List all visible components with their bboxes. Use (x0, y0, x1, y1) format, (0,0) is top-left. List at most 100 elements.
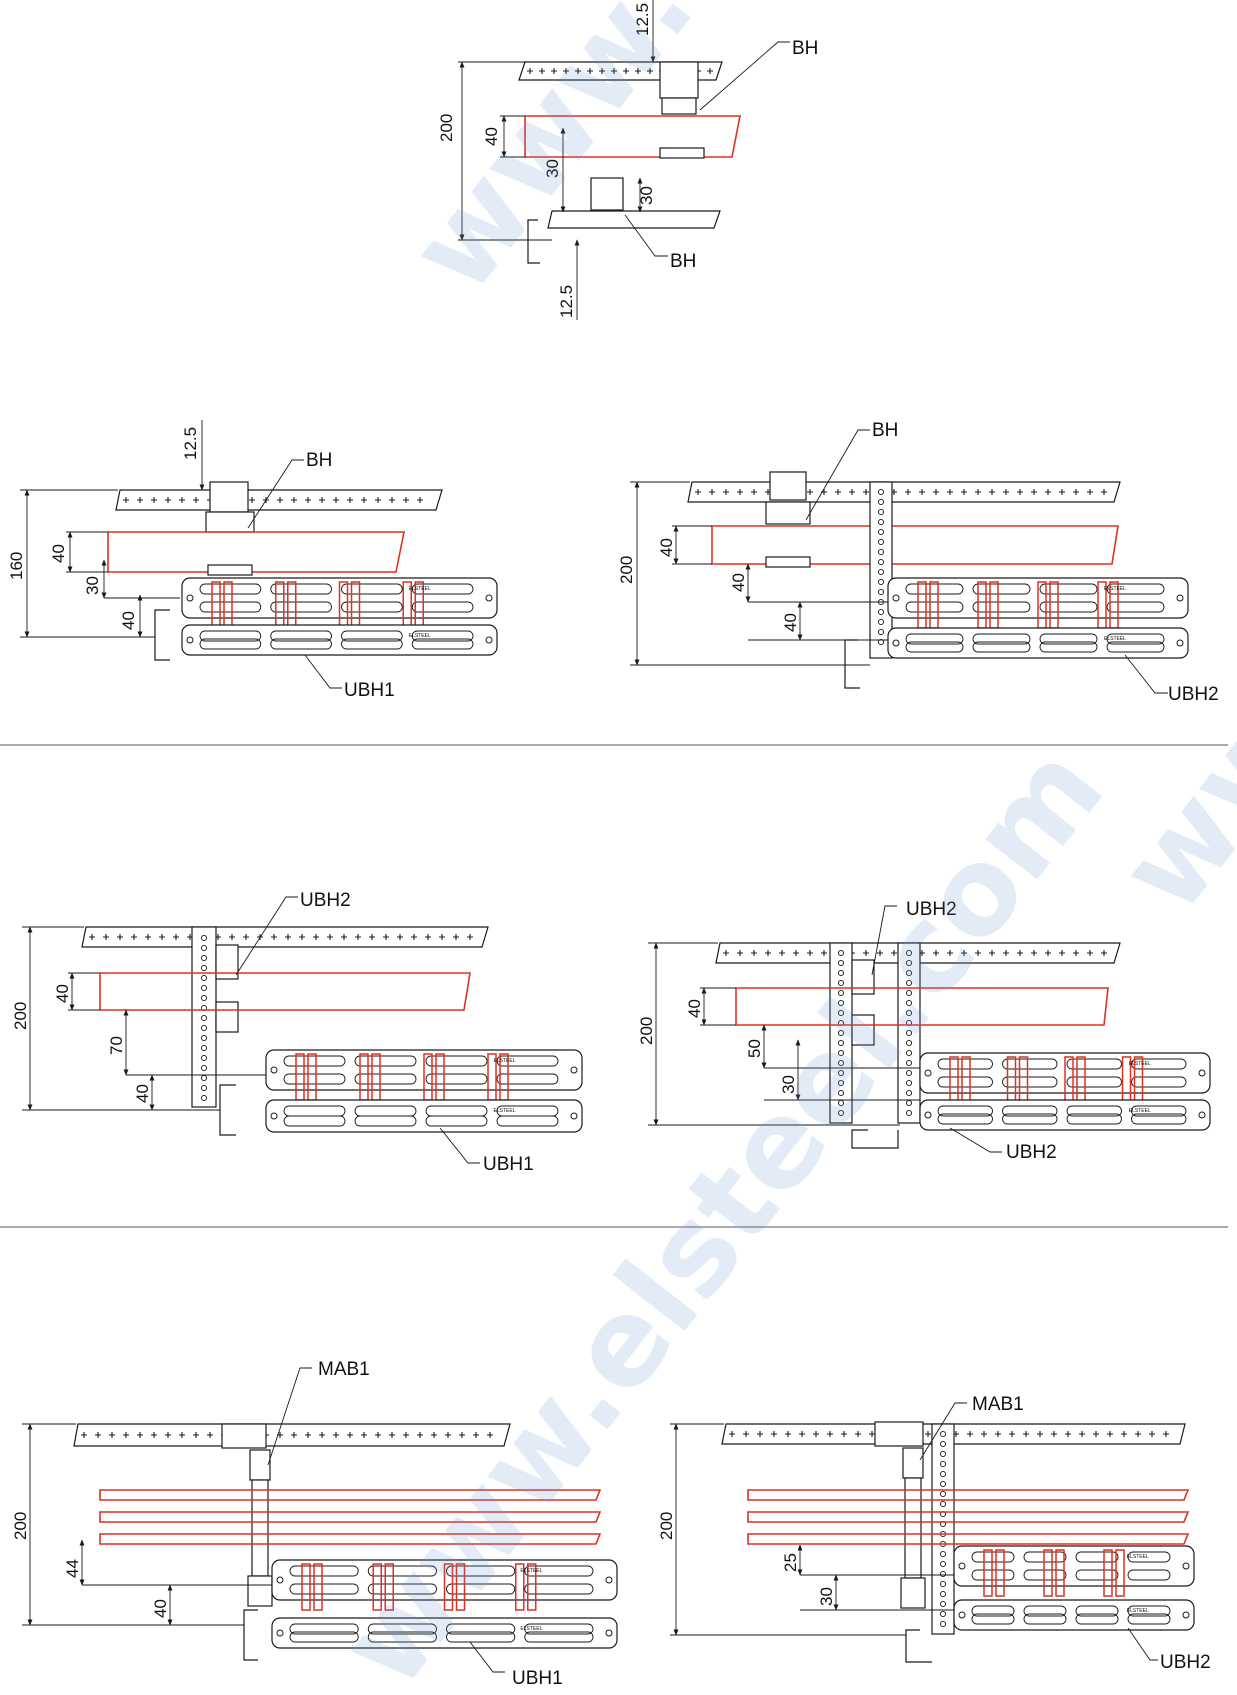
bracket (221, 1423, 267, 1449)
bolt (539, 68, 545, 74)
bolt (207, 1432, 213, 1438)
bracket (851, 959, 875, 995)
bolt (361, 497, 367, 503)
bolt (779, 950, 785, 956)
bracket (661, 97, 697, 115)
mount-hole (605, 1629, 613, 1637)
post-hole (877, 578, 885, 586)
tray-brand-label: ELSTEEL (494, 1108, 516, 1114)
bolt (743, 1431, 749, 1437)
slot (411, 601, 474, 613)
post-hole (939, 1480, 947, 1488)
slot (411, 583, 474, 595)
slot (971, 1605, 1015, 1617)
post-hole (837, 1069, 845, 1077)
bolt (587, 68, 593, 74)
post-hole (939, 1460, 947, 1468)
bolt (291, 1432, 297, 1438)
bolt (1087, 950, 1093, 956)
bolt (1073, 950, 1079, 956)
bolt (271, 934, 277, 940)
callout-label: UBH2 (300, 890, 351, 911)
slot (283, 1073, 346, 1085)
post-hole (200, 974, 208, 982)
bracket (205, 511, 255, 533)
cable-ladder (547, 210, 721, 229)
bolt (1149, 1431, 1155, 1437)
bolt (131, 934, 137, 940)
bolt (709, 489, 715, 495)
slot (446, 1583, 516, 1595)
bolt (961, 950, 967, 956)
bolt (89, 934, 95, 940)
post-hole (200, 944, 208, 952)
post-hole (939, 1490, 947, 1498)
slot (937, 1113, 993, 1125)
slot (341, 601, 403, 613)
mount-hole (570, 1066, 578, 1074)
bolt (467, 934, 473, 940)
bolt (333, 497, 339, 503)
tray-brand-label: ELSTEEL (409, 633, 431, 639)
mount-hole (276, 1576, 284, 1584)
post-hole (905, 1029, 913, 1037)
bracket (769, 471, 807, 501)
bolt (151, 497, 157, 503)
slot (496, 1073, 559, 1085)
post-hole (200, 1034, 208, 1042)
post-hole (877, 518, 885, 526)
mab-rod (251, 1479, 269, 1577)
bolt (751, 489, 757, 495)
callout-label: MAB1 (972, 1394, 1024, 1415)
slot (1075, 1613, 1119, 1625)
bolt (1079, 1431, 1085, 1437)
bolt (1135, 1431, 1141, 1437)
mount-hole (958, 1611, 966, 1619)
slot (425, 1115, 488, 1127)
dim-label: 50 (745, 1039, 764, 1058)
slot (289, 1623, 359, 1635)
post-hole (905, 999, 913, 1007)
bolt (319, 497, 325, 503)
busbar-section (1103, 1549, 1113, 1597)
callout-label: UBH2 (1160, 1652, 1211, 1673)
bolt (397, 934, 403, 940)
vertical-post (931, 1423, 955, 1635)
bolt (473, 1432, 479, 1438)
dim-label: 25 (781, 1553, 800, 1572)
slot (971, 1569, 1015, 1581)
mount-hole (570, 1112, 578, 1120)
bolt (487, 1432, 493, 1438)
post-hole (837, 979, 845, 987)
post-hole (837, 999, 845, 1007)
bolt (137, 1432, 143, 1438)
post-hole (837, 1109, 845, 1117)
dim-label: 12.5 (557, 285, 576, 318)
bolt (995, 1431, 1001, 1437)
mount-hole (1176, 594, 1184, 602)
post-hole (939, 1620, 947, 1628)
bolt (869, 1431, 875, 1437)
busbar-section (515, 1563, 525, 1611)
slot (1127, 1605, 1171, 1617)
slot (905, 583, 964, 595)
mount-hole (270, 1066, 278, 1074)
cable-ladder (115, 489, 443, 511)
c-channel (219, 1084, 236, 1136)
callout-label: UBH2 (1006, 1142, 1057, 1163)
bolt (905, 489, 911, 495)
bolt (1017, 950, 1023, 956)
slot (524, 1623, 594, 1635)
busbar-holder (181, 624, 498, 656)
tray-brand-label: ELSTEEL (1129, 1061, 1151, 1067)
post-hole (877, 548, 885, 556)
slot (289, 1565, 359, 1577)
dim-label: 40 (482, 127, 501, 146)
dim-label: 40 (781, 613, 800, 632)
slot (972, 583, 1031, 595)
bolt (193, 1432, 199, 1438)
post-hole (905, 1109, 913, 1117)
c-channel (154, 609, 170, 661)
bolt (229, 934, 235, 940)
bolt (723, 489, 729, 495)
